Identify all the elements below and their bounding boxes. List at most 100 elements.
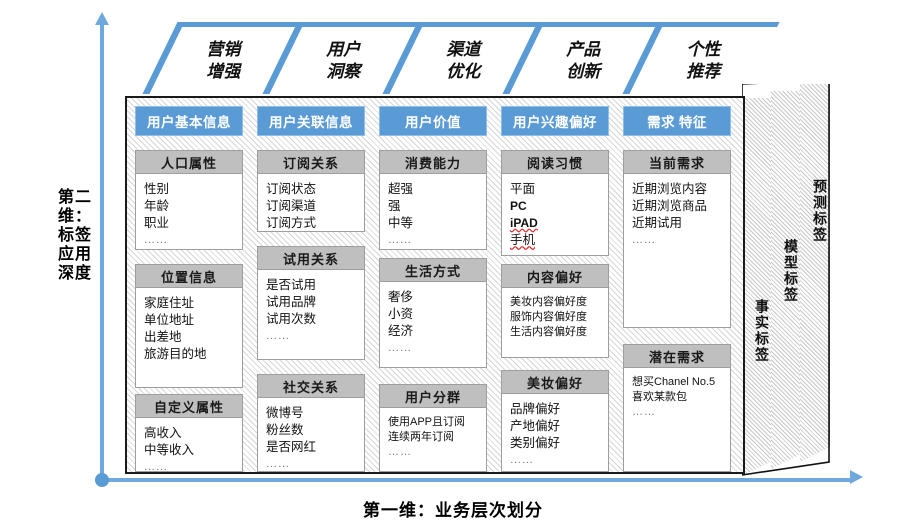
list-item: 订阅方式 (266, 216, 317, 230)
horizontal-axis-line (100, 478, 852, 482)
side-3d-face: 事实标签模型标签预测标签 (741, 79, 830, 476)
list-item: 近期浏览内容 (632, 182, 708, 196)
list-item: …… (388, 234, 412, 246)
banner-label: 营销增强 (166, 27, 281, 94)
list-item: 强 (388, 199, 401, 213)
list-item: 类别偏好 (510, 436, 561, 450)
column-header-2[interactable]: 用户关联信息 (257, 106, 365, 136)
banner-label: 产品创新 (526, 27, 641, 94)
list-item: 试用品牌 (266, 295, 317, 309)
card[interactable]: 自定义属性高收入中等收入…… (135, 394, 243, 473)
column-header-5[interactable]: 需求 特征 (623, 106, 731, 136)
banner-line-1: 产品 (566, 39, 601, 59)
list-item: …… (510, 454, 534, 466)
list-item: …… (144, 461, 168, 473)
horizontal-axis-arrow-icon (850, 470, 863, 484)
banner-line-2: 洞察 (326, 61, 361, 81)
list-item: 品牌偏好 (510, 402, 561, 416)
card-title: 位置信息 (136, 265, 242, 288)
x-axis-label: 第一维：业务层次划分 (363, 501, 543, 520)
card[interactable]: 社交关系微博号粉丝数是否网红…… (257, 374, 365, 472)
banner-row: 营销增强用户洞察渠道优化产品创新个性推荐 (142, 22, 780, 100)
list-item: 单位地址 (144, 313, 195, 327)
column-header-1[interactable]: 用户基本信息 (135, 106, 243, 136)
list-item: 是否网红 (266, 440, 317, 454)
list-item: 职业 (144, 216, 170, 230)
card[interactable]: 试用关系是否试用试用品牌试用次数…… (257, 246, 365, 360)
card[interactable]: 位置信息家庭住址单位地址出差地旅游目的地 (135, 264, 243, 388)
card[interactable]: 生活方式奢侈小资经济…… (379, 258, 487, 368)
card-title: 阅读习惯 (502, 151, 608, 174)
axis-origin-dot-icon (95, 473, 109, 487)
side-panel-label-2: 模型标签 (782, 239, 797, 303)
card-item-list: 品牌偏好产地偏好类别偏好 …… (502, 394, 608, 475)
card-item-list: 美妆内容偏好度服饰内容偏好度生活内容偏好度 (502, 288, 608, 346)
list-item: 产地偏好 (510, 419, 561, 433)
card[interactable]: 消费能力超强强中等…… (379, 150, 487, 250)
banner-line-1: 用户 (326, 39, 361, 59)
banner-label: 用户洞察 (286, 27, 401, 94)
column-1: 用户基本信息人口属性性别年龄职业……位置信息家庭住址单位地址出差地旅游目的地自定… (135, 106, 243, 473)
card-item-list: 订阅状态订阅渠道订阅方式 (258, 174, 364, 238)
list-item: 想买Chanel No.5 (632, 376, 716, 388)
list-item: 家庭住址 (144, 296, 195, 310)
list-item: 近期试用 (632, 216, 683, 230)
banner-line-1: 渠道 (446, 39, 481, 59)
list-item: 服饰内容偏好度 (510, 311, 587, 323)
card-title: 用户分群 (380, 385, 486, 408)
card-item-list: 是否试用试用品牌试用次数…… (258, 270, 364, 351)
card-item-list: 家庭住址单位地址出差地旅游目的地 (136, 288, 242, 369)
banner-line-2: 增强 (206, 61, 241, 81)
column-header-4[interactable]: 用户兴趣偏好 (501, 106, 609, 136)
card-item-list: 微博号粉丝数是否网红…… (258, 398, 364, 479)
card[interactable]: 内容偏好美妆内容偏好度服饰内容偏好度生活内容偏好度 (501, 264, 609, 358)
list-item: …… (266, 330, 290, 342)
card-item-list: 高收入中等收入…… (136, 418, 242, 482)
list-item: 近期浏览商品 (632, 199, 708, 213)
card[interactable]: 订阅关系订阅状态订阅渠道订阅方式 (257, 150, 365, 232)
card-title: 美妆偏好 (502, 371, 608, 394)
list-item: …… (632, 234, 656, 246)
side-panel-3 (800, 84, 830, 462)
list-item: …… (388, 446, 412, 458)
main-grid-box: 用户基本信息人口属性性别年龄职业……位置信息家庭住址单位地址出差地旅游目的地自定… (125, 96, 745, 474)
banner-line-2: 创新 (566, 61, 601, 81)
y-axis-label: 第二维：标签应用深度 (58, 189, 93, 282)
card-title: 消费能力 (380, 151, 486, 174)
list-item: 是否试用 (266, 278, 317, 292)
list-item: …… (144, 234, 168, 246)
card-title: 潜在需求 (624, 345, 730, 368)
card[interactable]: 用户分群使用APP且订阅连续两年订阅…… (379, 384, 487, 472)
list-item: …… (388, 342, 412, 354)
side-panel-label-3: 预测标签 (811, 179, 826, 243)
banner-line-1: 营销 (206, 39, 241, 59)
side-panel-label-1: 事实标签 (753, 299, 768, 363)
column-3: 用户价值消费能力超强强中等……生活方式奢侈小资经济……用户分群使用APP且订阅连… (379, 106, 487, 472)
list-item: 生活内容偏好度 (510, 326, 587, 338)
card[interactable]: 美妆偏好品牌偏好产地偏好类别偏好 …… (501, 370, 609, 472)
card[interactable]: 人口属性性别年龄职业…… (135, 150, 243, 250)
list-item: 小资 (388, 307, 414, 321)
column-header-3[interactable]: 用户价值 (379, 106, 487, 136)
banner-label: 渠道优化 (406, 27, 521, 94)
list-item: 年龄 (144, 199, 170, 213)
list-item: 订阅渠道 (266, 199, 317, 213)
card-item-list: 使用APP且订阅连续两年订阅…… (380, 408, 486, 466)
card-item-list: 性别年龄职业…… (136, 174, 242, 255)
banner-line-1: 个性 (686, 39, 721, 59)
list-item: 连续两年订阅 (388, 431, 454, 443)
list-item: 订阅状态 (266, 182, 317, 196)
list-item: …… (632, 406, 656, 418)
list-item: 平面 (510, 182, 536, 196)
banner-line-2: 推荐 (686, 61, 721, 81)
list-item: 手机 (510, 233, 536, 247)
card[interactable]: 当前需求近期浏览内容近期浏览商品近期试用…… (623, 150, 731, 328)
list-item: 超强 (388, 182, 414, 196)
card-title: 试用关系 (258, 247, 364, 270)
banner-line-2: 优化 (446, 61, 481, 81)
